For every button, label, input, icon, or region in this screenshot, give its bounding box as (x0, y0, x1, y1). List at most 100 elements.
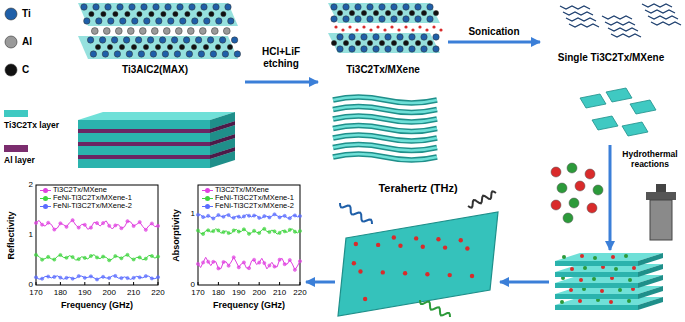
data-marker (263, 227, 266, 230)
tick-label: 220 (151, 288, 164, 298)
fe-ni-particle (448, 273, 452, 277)
surface-group (390, 25, 393, 28)
plot-frame (198, 185, 300, 285)
thz-wave (468, 191, 496, 207)
data-marker (53, 258, 56, 261)
data-marker (242, 215, 245, 218)
data-marker (268, 230, 271, 233)
al-layer (78, 142, 210, 146)
atom (209, 11, 214, 16)
data-marker (242, 228, 245, 231)
fe-ni-particle (354, 242, 358, 246)
data-marker (59, 276, 62, 279)
atom (219, 37, 225, 43)
atom (135, 37, 141, 43)
data-marker (263, 261, 266, 264)
fe-ni-particle (421, 244, 425, 248)
composite-layer (638, 286, 663, 299)
data-marker (126, 253, 129, 256)
tick-label: 170 (29, 288, 42, 298)
data-marker (65, 225, 68, 228)
fe-ni-particle (443, 245, 447, 249)
fe-ni-particle (583, 266, 587, 270)
data-marker (77, 258, 80, 261)
atom (195, 37, 201, 43)
fe-ni-particle (632, 266, 636, 270)
atom (397, 46, 403, 52)
atom (201, 4, 207, 10)
data-marker (126, 220, 129, 223)
process-arrow (448, 42, 540, 43)
axis-title: Absorptivity (171, 209, 182, 262)
tick-label: 190 (232, 288, 245, 298)
fe-ni-particle (560, 300, 564, 304)
mxene-sheet (333, 135, 437, 141)
data-marker (283, 214, 286, 217)
al-layer (78, 155, 210, 159)
metal-ion (587, 203, 597, 213)
tick-label: 1 (191, 209, 195, 219)
swatch-dot (205, 188, 210, 193)
fe-ni-particle (398, 244, 402, 248)
data-marker (217, 229, 220, 232)
data-marker (71, 255, 74, 258)
atom (361, 10, 366, 15)
fe-ni-particle (593, 256, 597, 260)
atom (433, 10, 438, 15)
atom (159, 37, 165, 43)
atom (373, 34, 379, 40)
data-marker (222, 215, 225, 218)
mxene-sheet (333, 145, 437, 151)
tick (84, 282, 85, 285)
flake-lattice (651, 22, 681, 25)
stage-panel: Terahertz (THz) (335, 180, 500, 320)
atom (90, 51, 96, 57)
fe-ni-particle (381, 270, 385, 274)
legend-text: Ti3C2Tx layer (4, 120, 59, 130)
stage-label: Ti3AlC2(MAX) (122, 64, 188, 76)
atom (403, 16, 409, 22)
flake-lattice (648, 16, 678, 19)
metal-ion (575, 181, 585, 191)
legend-item: FeNi-Ti3C2Tx/MXene-1 (202, 194, 294, 202)
atom (397, 10, 402, 15)
atom (367, 40, 372, 45)
mxene-sheet (333, 97, 437, 103)
thz-wave (340, 203, 372, 224)
data-marker (278, 216, 281, 219)
data-marker (273, 213, 276, 216)
mxene-flake (606, 88, 632, 102)
atom (127, 28, 134, 35)
data-marker (253, 229, 256, 232)
surface-group (334, 25, 337, 28)
legend-swatch (40, 203, 51, 209)
data-marker (217, 213, 220, 216)
data-marker (293, 214, 296, 217)
composite-layer (638, 264, 663, 277)
legend-swatch (202, 203, 213, 209)
composite-layer (638, 297, 663, 310)
data-marker (227, 264, 230, 267)
data-marker (258, 216, 261, 219)
tick-label: 2 (29, 180, 33, 190)
data-marker (138, 256, 141, 259)
atom-sample (5, 36, 17, 48)
atom (385, 10, 390, 15)
legend-swatch (202, 195, 213, 201)
data-marker (95, 221, 98, 224)
data-marker (253, 258, 256, 261)
atom (221, 11, 226, 16)
al-layer (78, 129, 210, 133)
swatch-dot (205, 196, 210, 201)
mxene-sheet (333, 135, 437, 141)
atom (84, 18, 90, 24)
atom (125, 11, 130, 16)
fe-ni-particle (592, 277, 596, 281)
atom (203, 44, 208, 49)
atom (379, 4, 385, 10)
atom (156, 18, 162, 24)
fe-ni-particle (414, 236, 418, 240)
composite-layer (555, 294, 638, 299)
flake-lattice (611, 34, 641, 37)
flake-lattice (645, 10, 675, 13)
